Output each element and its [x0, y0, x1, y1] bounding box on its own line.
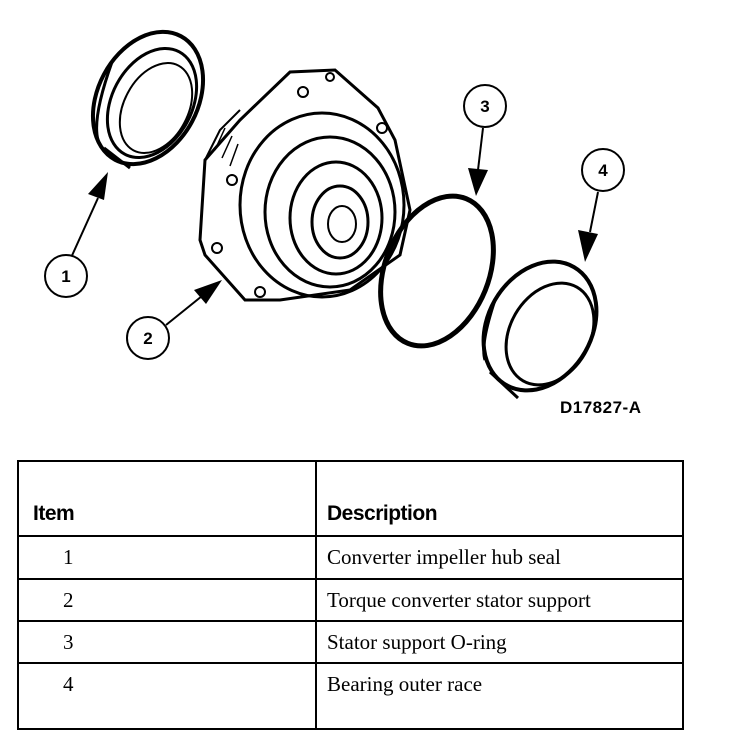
table-row: 4 Bearing outer race [19, 662, 682, 696]
bearing-race-part [481, 259, 599, 400]
row-description: Converter impeller hub seal [327, 545, 561, 569]
callout-1: 1 [44, 172, 108, 298]
row-description: Bearing outer race [327, 672, 483, 696]
stator-support-part [198, 68, 412, 302]
callout-2: 2 [126, 280, 222, 360]
row-item: 1 [63, 545, 74, 569]
callout-1-label: 1 [61, 267, 70, 286]
row-description: Torque converter stator support [327, 588, 591, 612]
header-item: Item [33, 502, 75, 525]
column-divider [315, 462, 317, 728]
row-description: Stator support O-ring [327, 630, 507, 654]
exploded-parts-diagram: 1 2 3 4 [44, 29, 625, 400]
figure-id: D17827-A [560, 398, 642, 417]
parts-table: Item Description 1 Converter impeller hu… [17, 460, 684, 730]
table-row: 1 Converter impeller hub seal [19, 535, 682, 569]
callout-2-label: 2 [143, 329, 152, 348]
row-item: 3 [63, 630, 74, 654]
callout-4: 4 [578, 148, 625, 262]
callout-4-label: 4 [598, 161, 608, 180]
row-item: 2 [63, 588, 74, 612]
row-item: 4 [63, 672, 74, 696]
table-row: 3 Stator support O-ring [19, 620, 682, 654]
o-ring-part [378, 193, 496, 349]
table-row: 2 Torque converter stator support [19, 578, 682, 612]
header-description: Description [327, 502, 438, 525]
callout-3: 3 [463, 84, 507, 196]
hub-seal-part [90, 29, 206, 170]
callout-3-label: 3 [480, 97, 489, 116]
